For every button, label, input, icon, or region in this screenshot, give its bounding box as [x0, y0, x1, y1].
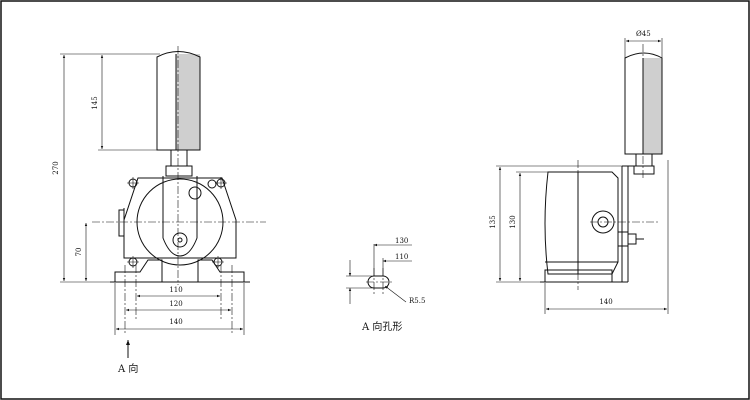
- hole-caption: A 向孔形: [361, 320, 402, 333]
- hole-detail: 130 110 R5.5 A 向孔形: [346, 237, 425, 333]
- hole-radius: R5.5: [409, 297, 425, 305]
- side-dim-140: 140: [599, 298, 612, 306]
- side-dim-130: 130: [509, 215, 517, 228]
- front-dim-270: 270: [52, 161, 60, 174]
- front-dim-70: 70: [75, 248, 83, 257]
- view-arrow-label: A 向: [117, 362, 138, 375]
- side-view: Ø45 135 130 140: [489, 30, 669, 314]
- side-dim-135: 135: [489, 215, 497, 228]
- front-view: 270 145 70 110 120 140 A 向: [52, 46, 266, 375]
- front-dim-110: 110: [169, 286, 182, 294]
- hole-dim-110: 110: [395, 253, 408, 261]
- side-dim-dia45: Ø45: [636, 30, 651, 38]
- front-dim-140: 140: [169, 318, 182, 326]
- front-dim-145: 145: [91, 96, 99, 109]
- front-dim-120: 120: [169, 300, 182, 308]
- hole-dim-130: 130: [395, 237, 408, 245]
